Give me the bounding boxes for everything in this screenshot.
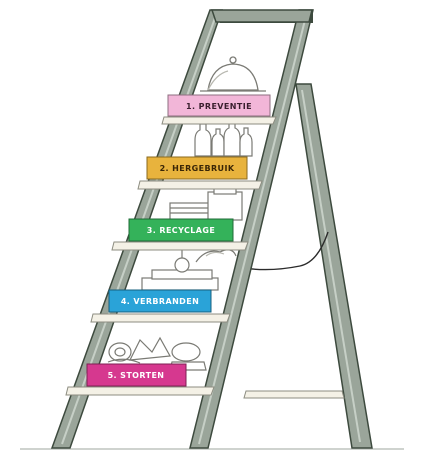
step-label-1-text: 1. PREVENTIE — [186, 102, 252, 111]
bottles-icon — [195, 122, 252, 156]
step-label-1: 1. PREVENTIE — [168, 95, 270, 116]
step-label-3-text: 3. RECYCLAGE — [147, 226, 215, 235]
rung-3 — [112, 242, 248, 250]
paper-stack-icon — [170, 186, 242, 220]
rung-1 — [162, 117, 276, 124]
step-label-2: 2. HERGEBRUIK — [147, 157, 247, 179]
rung-2 — [138, 181, 262, 189]
cloche-icon — [200, 57, 266, 91]
rung-5 — [66, 387, 214, 395]
step-label-5: 5. STORTEN — [87, 364, 186, 386]
step-label-2-text: 2. HERGEBRUIK — [160, 164, 235, 173]
step-label-5-text: 5. STORTEN — [108, 371, 165, 380]
step-label-4-text: 4. VERBRANDEN — [121, 297, 199, 306]
step-label-4: 4. VERBRANDEN — [109, 290, 211, 312]
rear-brace — [244, 391, 344, 398]
incinerator-icon — [142, 250, 236, 290]
rung-4 — [91, 314, 230, 322]
step-label-3: 3. RECYCLAGE — [129, 219, 233, 241]
